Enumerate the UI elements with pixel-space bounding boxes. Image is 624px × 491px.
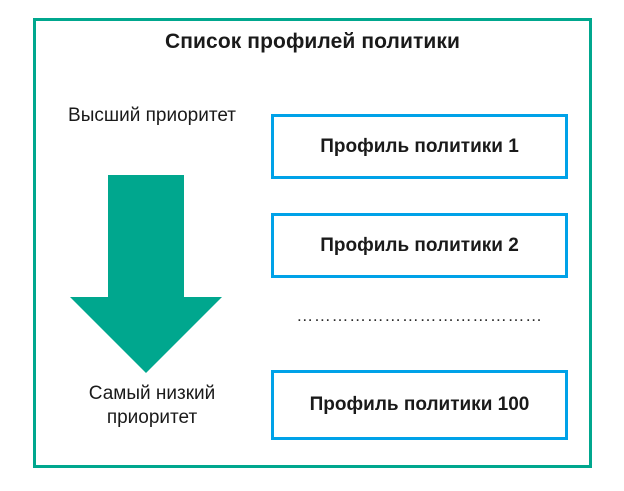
down-arrow-icon (70, 175, 222, 373)
policy-profile-label: Профиль политики 100 (309, 394, 530, 415)
policy-profile-label: Профиль политики 1 (320, 135, 519, 157)
policy-profile-box[interactable]: Профиль политики 100 (271, 370, 568, 440)
policy-profile-label: Профиль политики 2 (320, 234, 519, 256)
page-title: Список профилей политики (165, 30, 460, 53)
highest-priority-label: Высший приоритет (68, 105, 236, 126)
policy-profile-box[interactable]: Профиль политики 1 (271, 114, 568, 179)
ellipsis-separator: …………………………………… (296, 306, 543, 325)
lowest-priority-label-line2: приоритет (106, 406, 198, 428)
lowest-priority-label-line1: Самый низкий (88, 383, 216, 404)
policy-profile-box[interactable]: Профиль политики 2 (271, 213, 568, 278)
lowest-priority-label: Самый низкий приоритет (40, 382, 264, 430)
